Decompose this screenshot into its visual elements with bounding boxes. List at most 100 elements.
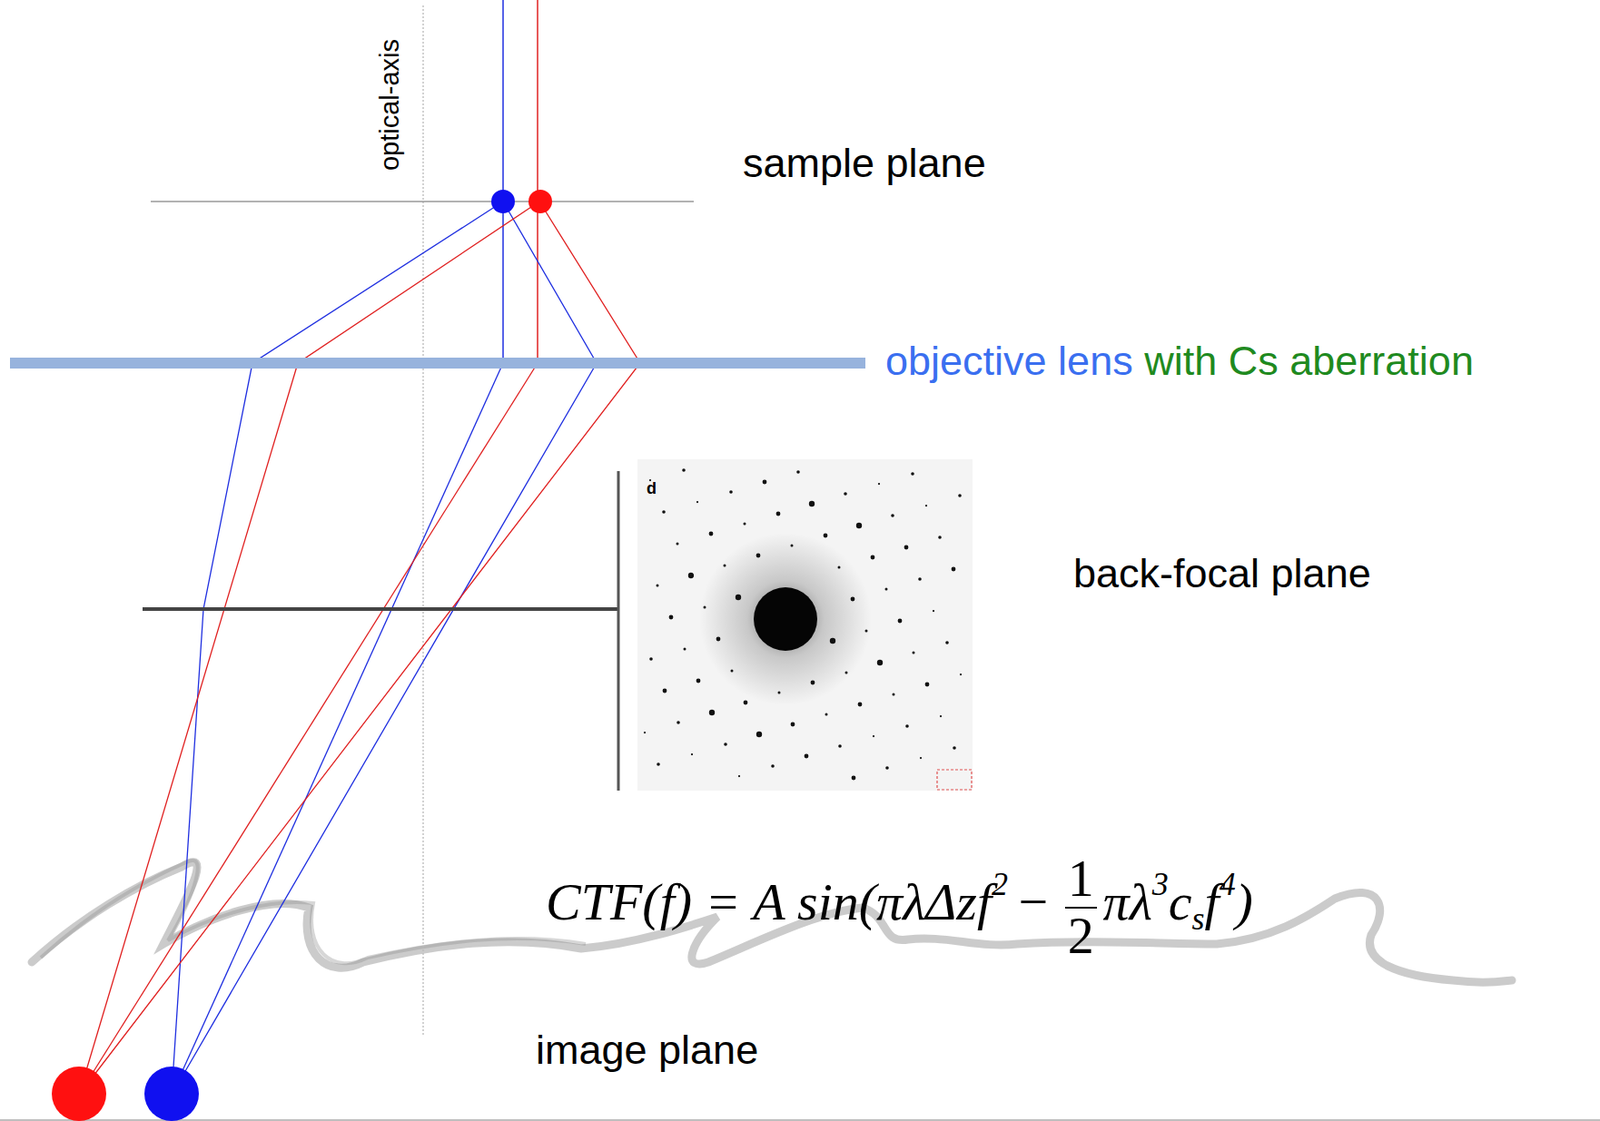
axis-label-holder: optical-axis [375,38,406,170]
diffraction-spot [938,535,942,540]
aberration-label: with Cs aberration [1144,337,1474,385]
diffraction-spot [856,523,862,529]
diffraction-spot [723,564,727,568]
diffraction-spot [885,588,889,592]
ray [79,201,540,1096]
diffraction-spot [676,720,681,725]
diffraction-spot [810,681,816,686]
formula-part: πλ [1103,872,1153,932]
diffraction-spot [919,757,922,760]
diffraction-spot [870,555,876,561]
diffraction-spot [738,775,741,778]
diffraction-spot [809,501,815,507]
lens-label-holder: objective lenswith Cs aberration [885,337,1474,386]
formula-part: CTF(f) = A sin(πλΔzf [545,872,992,932]
diffraction-spot [951,567,957,573]
plane-label: sample plane [742,139,987,187]
image-point-red [51,1066,107,1121]
diffraction-spot [661,510,666,514]
sample-plane-line [150,200,694,202]
diffraction-spot [735,594,741,601]
diffraction-spot [850,597,856,603]
diffraction-spot [756,553,761,559]
formula-part: f [1204,872,1220,932]
diffraction-spot [643,731,646,734]
diffraction-spot [729,490,733,494]
diffraction-spot [843,492,848,496]
diffraction-spot [709,710,715,716]
ray [171,201,597,1096]
diffraction-spot [790,722,796,728]
diffraction-spot [905,724,909,729]
formula-part: − [1018,872,1049,932]
inset-marker [937,770,972,791]
diffraction-spot [959,673,962,676]
diffraction-spot [762,480,768,485]
optical-axis-line [422,5,424,1037]
ray [79,363,538,1096]
diffraction-spot [918,577,922,582]
formula-part: c [1168,872,1193,932]
sample-point-blue [491,189,515,214]
formula-part: 1 [1065,851,1097,909]
diffraction-spot [939,715,942,718]
diffraction-spot [656,584,660,588]
ray [171,201,504,1096]
diffraction-spot [892,693,896,697]
diffraction-spot [804,754,810,760]
central-beam [753,587,818,652]
diffraction-spot [958,493,962,498]
diffraction-spot [743,701,749,706]
diffraction-spot [877,660,883,666]
diffraction-spot [932,610,935,613]
diffraction-spot [796,470,800,475]
diffraction-spot [885,766,889,771]
diffraction-spot [904,545,909,551]
diffraction-spot [776,512,781,517]
incident-ray [536,0,539,364]
diffraction-spot [829,638,836,644]
diffraction-spot [952,746,957,751]
diffraction-spot [691,753,693,756]
ray [79,201,641,1096]
formula-part: ) [1235,872,1254,932]
formula-part: 2 [991,866,1008,903]
diffraction-pattern [637,459,973,791]
diffraction-spot [878,483,880,485]
diffraction-spot [858,702,863,708]
diffraction-spot [945,641,949,645]
diffraction-spot [716,637,721,642]
diffraction-spot [823,533,829,539]
diffraction-spot [778,691,781,695]
diffraction-spot [756,731,762,738]
plane-label: back-focal plane [1073,550,1372,597]
diffraction-spot [649,657,653,662]
formula-part: s [1192,900,1205,938]
plane-label-holder: back-focal plane [1073,550,1372,598]
diffraction-spot [825,713,829,717]
lens-label: objective lens [885,337,1134,385]
diffraction-spot [703,606,707,610]
objective-lens [9,357,866,369]
sample-point-red [528,189,553,214]
bracket-line [617,471,621,791]
formula-part: 4 [1219,866,1236,903]
diffraction-spot [743,523,747,526]
diffraction-spot [838,566,841,570]
diffraction-spot [730,670,734,673]
diffraction-spot [688,572,694,579]
panel-letter-holder: d [646,479,657,499]
diffraction-spot [662,689,668,694]
diffraction-spot [838,744,842,749]
formula-part: 2 [1065,908,1097,965]
plane-label-holder: sample plane [742,139,987,188]
axis-label: optical-axis [375,38,405,170]
diffraction-spot [696,501,699,504]
diffraction-spot [656,762,661,767]
diffraction-spot [681,468,686,473]
diffraction-spot [851,776,857,781]
diffraction-spot [669,615,674,621]
image-plane-line [0,1119,1600,1121]
ctf-formula: CTF(f) = A sin(πλΔzf2−12πλ3csf4) [545,851,1254,965]
diffraction-spot [865,630,869,633]
